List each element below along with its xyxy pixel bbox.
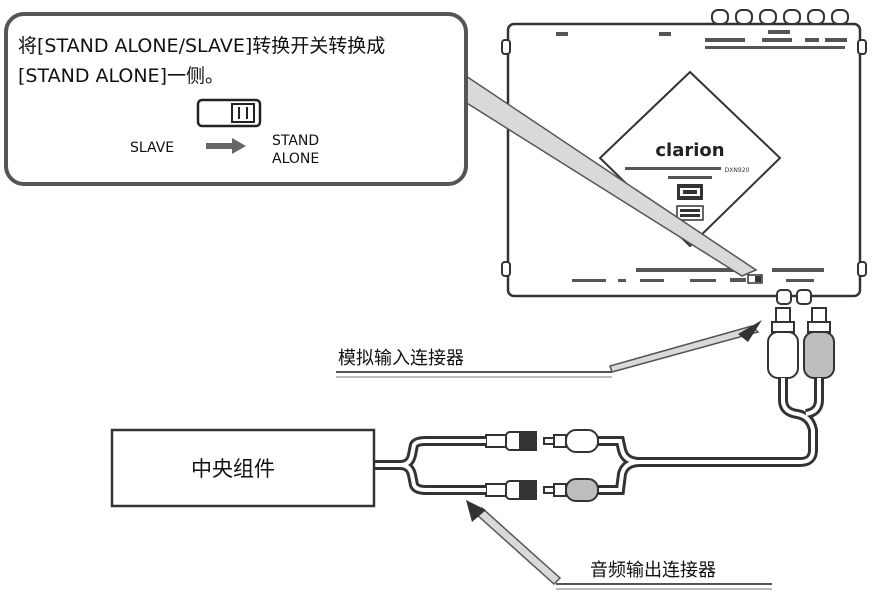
arrow-right-icon xyxy=(206,138,246,154)
callout-line-2: [STAND ALONE]一侧。 xyxy=(18,65,224,87)
analog-input-jacks[interactable] xyxy=(776,289,812,305)
switch-label-slave: SLAVE xyxy=(130,140,174,156)
callout-line-1: 将[STAND ALONE/SLAVE]转换开关转换成 xyxy=(18,35,385,57)
central-unit-label: 中央组件 xyxy=(191,457,275,481)
analog-input-label: 模拟输入连接器 xyxy=(338,348,464,369)
switch-knob xyxy=(231,103,255,123)
device-standalone-switch[interactable] xyxy=(747,274,763,284)
audio-output-label: 音频输出连接器 xyxy=(590,560,716,581)
audio-output-leader xyxy=(474,506,562,586)
analog-input-leader xyxy=(609,325,760,373)
central-unit-box: 中央组件 xyxy=(110,428,376,508)
dolby-logo xyxy=(676,205,704,221)
device-top-markings xyxy=(556,30,847,49)
switch-label-standalone-1: STAND xyxy=(272,133,319,149)
device-side-knobs xyxy=(501,39,867,277)
rca-plug-right xyxy=(803,307,835,379)
analog-input-arrowhead xyxy=(738,320,762,342)
rca-plug-pair-upper xyxy=(485,429,599,453)
device-unit: clarion DXN920 xyxy=(501,9,867,305)
device-subtitle-line xyxy=(625,167,721,170)
device-logo-diamond xyxy=(598,70,782,248)
device-top-jacks xyxy=(711,9,849,25)
audio-output-label-group: 音频输出连接器 xyxy=(466,500,772,590)
rca-plug-pair-lower xyxy=(485,478,599,502)
device-model: DXN920 xyxy=(725,167,750,174)
analog-input-label-group: 模拟输入连接器 xyxy=(336,320,762,378)
device-bottom-markings xyxy=(572,268,824,282)
dts-logo xyxy=(677,184,703,200)
rca-plug-left xyxy=(767,307,799,379)
device-subtitle-line-2 xyxy=(668,176,712,179)
central-unit-cable xyxy=(356,436,486,495)
callout-box: 将[STAND ALONE/SLAVE]转换开关转换成 [STAND ALONE… xyxy=(4,12,468,186)
audio-output-arrowhead xyxy=(466,500,486,522)
switch-illustration xyxy=(196,98,262,128)
device-brand: clarion xyxy=(655,140,724,161)
rca-cable-to-device xyxy=(596,307,835,495)
switch-label-standalone-2: ALONE xyxy=(272,151,319,167)
